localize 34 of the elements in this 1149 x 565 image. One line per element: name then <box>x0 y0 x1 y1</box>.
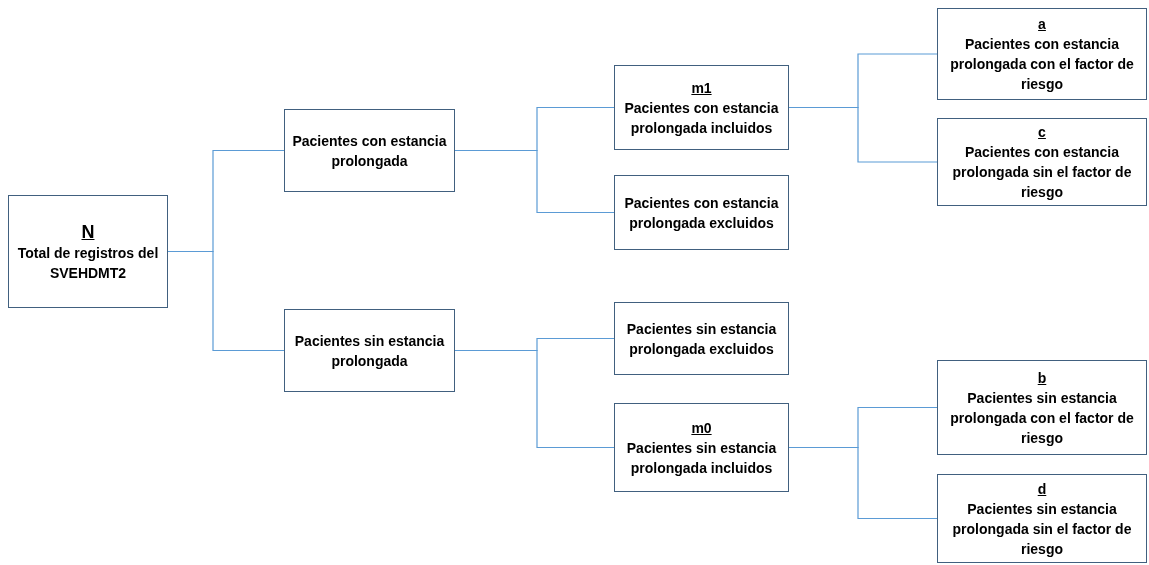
process-box <box>614 65 789 150</box>
group-symbol: m1 <box>691 78 712 98</box>
box-label: Pacientes sin estancia prolongada excluidos <box>625 319 778 359</box>
process-box <box>284 109 455 192</box>
process-box <box>937 360 1147 455</box>
process-box <box>614 175 789 250</box>
box-label: Pacientes con estancia prolongada incluidos <box>623 98 780 138</box>
box-label: Total de registros del SVEHDMT2 <box>16 243 160 283</box>
connector-line <box>167 250 285 352</box>
process-box <box>937 8 1147 100</box>
group-symbol: m0 <box>691 418 712 438</box>
connector-line <box>454 349 615 449</box>
connector-line <box>454 149 615 214</box>
group-symbol: N <box>81 220 95 243</box>
box-label: Pacientes con estancia prolongada excluidos <box>623 193 780 233</box>
group-symbol: a <box>1038 15 1046 34</box>
group-symbol: b <box>1037 368 1047 388</box>
connector-line <box>788 446 938 520</box>
group-symbol: d <box>1037 479 1047 499</box>
process-box <box>284 309 455 392</box>
box-label: Pacientes sin estancia prolongada con el factor de riesgo <box>949 388 1135 448</box>
process-box <box>937 474 1147 563</box>
box-label: Pacientes con estancia prolongada con el factor de riesgo <box>949 35 1135 94</box>
connector-line <box>788 106 938 163</box>
box-label: Pacientes sin estancia prolongada sin el factor de riesgo <box>951 499 1133 559</box>
process-box <box>8 195 168 308</box>
box-label: Pacientes con estancia prolongada sin el factor de riesgo <box>951 143 1133 202</box>
process-box <box>937 118 1147 206</box>
box-label: Pacientes con estancia prolongada <box>291 131 448 171</box>
box-label: Pacientes sin estancia prolongada <box>293 331 446 371</box>
group-symbol: c <box>1038 123 1046 142</box>
process-box <box>614 403 789 492</box>
process-box <box>614 302 789 375</box>
box-label: Pacientes sin estancia prolongada incluidos <box>625 438 778 478</box>
